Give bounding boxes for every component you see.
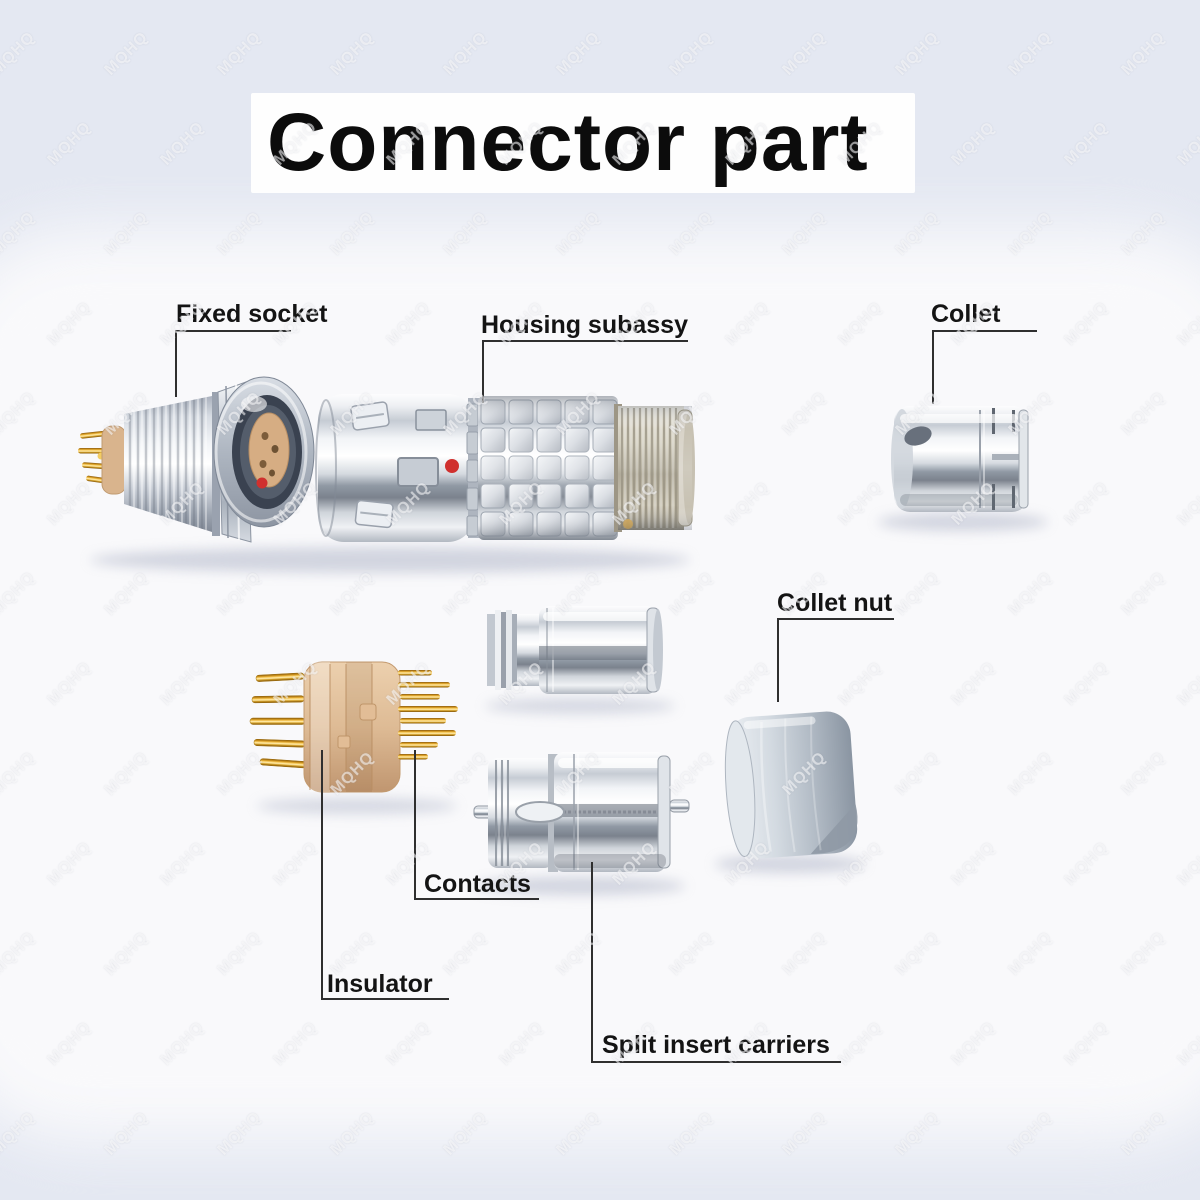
- housing-cutout-mid: [397, 457, 439, 487]
- label-insulator: Insulator: [327, 970, 433, 998]
- housing-cutout-top: [415, 409, 447, 431]
- leader-split-insert-carriers: [591, 862, 841, 1063]
- latch-clip-top: [350, 401, 390, 431]
- label-fixed-socket: Fixed socket: [176, 300, 328, 328]
- contact-pins-right: [398, 670, 458, 760]
- leader-fixed-socket: [175, 330, 291, 397]
- leader-collet-nut: [777, 618, 894, 702]
- latch-clip-bottom: [354, 499, 394, 529]
- label-contacts: Contacts: [424, 870, 531, 898]
- housing-subassy-part: [315, 394, 695, 542]
- contact-pins-left: [249, 672, 307, 769]
- carrier-oval-hole: [515, 801, 565, 823]
- title-box: Connector part: [251, 93, 915, 193]
- label-collet-nut: Collet nut: [777, 589, 893, 617]
- page-title: Connector part: [267, 97, 869, 188]
- part-shadows: [90, 513, 1048, 895]
- label-split-insert-carriers: Split insert carriers: [602, 1031, 830, 1059]
- red-index-dot: [445, 459, 459, 473]
- split-insert-carrier-part: [473, 752, 690, 872]
- collet-hole: [904, 426, 932, 446]
- sleeve-cylinder-part: [487, 606, 663, 694]
- insulator-contacts-part: [249, 661, 458, 793]
- collet-part: [891, 406, 1029, 512]
- red-index-dot: [256, 477, 268, 489]
- fixed-socket-face: [213, 376, 315, 528]
- leader-collet: [932, 330, 1037, 404]
- collet-nut-part: [724, 711, 858, 859]
- leader-contacts: [414, 750, 539, 900]
- label-housing-subassy: Housing subassy: [481, 311, 688, 339]
- fixed-socket-part: [78, 376, 315, 543]
- leader-lines: [175, 330, 1037, 1063]
- leader-housing-subassy: [482, 340, 688, 403]
- leader-insulator: [321, 750, 449, 1000]
- label-collet: Collet: [931, 300, 1001, 328]
